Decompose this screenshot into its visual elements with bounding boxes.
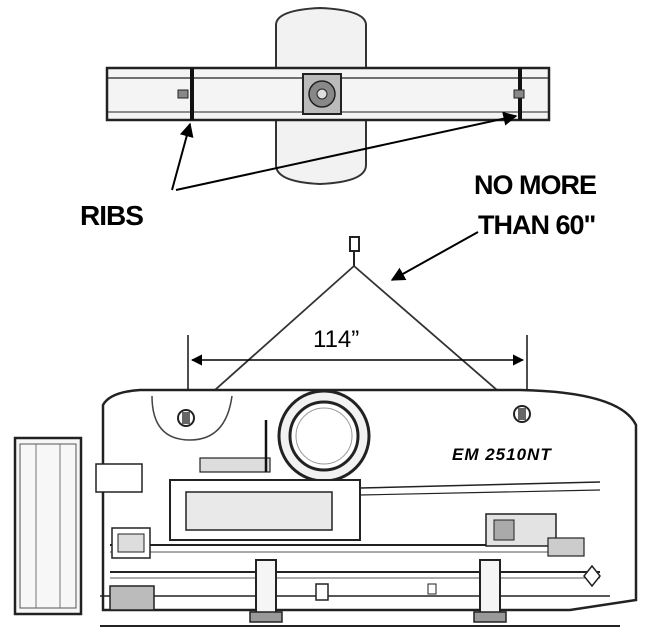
- lifting-hook: [349, 236, 360, 252]
- machine-side-view: EM 2510NT: [13, 388, 638, 627]
- angle-label-line1: NO MORE: [474, 170, 596, 200]
- support-leg-left: [249, 559, 283, 623]
- angle-label-line2: THAN 60": [478, 210, 596, 240]
- ribs-label: RIBS: [80, 200, 143, 231]
- ribs-arrow-left: [171, 122, 194, 191]
- support-leg-right: [473, 559, 507, 623]
- model-badge: EM 2510NT: [452, 445, 552, 464]
- rib-left: [177, 68, 194, 120]
- sling-right: [353, 265, 521, 411]
- lift-point-left: [177, 409, 195, 427]
- rib-right: [513, 68, 525, 120]
- electrical-cabinet: [13, 436, 83, 616]
- lift-point-right: [513, 405, 531, 423]
- ribs-arrow-right: [175, 111, 518, 191]
- span-label: 114”: [313, 326, 359, 353]
- machine-frame: [101, 388, 638, 612]
- angle-arrow: [390, 231, 479, 281]
- top-view: [105, 6, 551, 191]
